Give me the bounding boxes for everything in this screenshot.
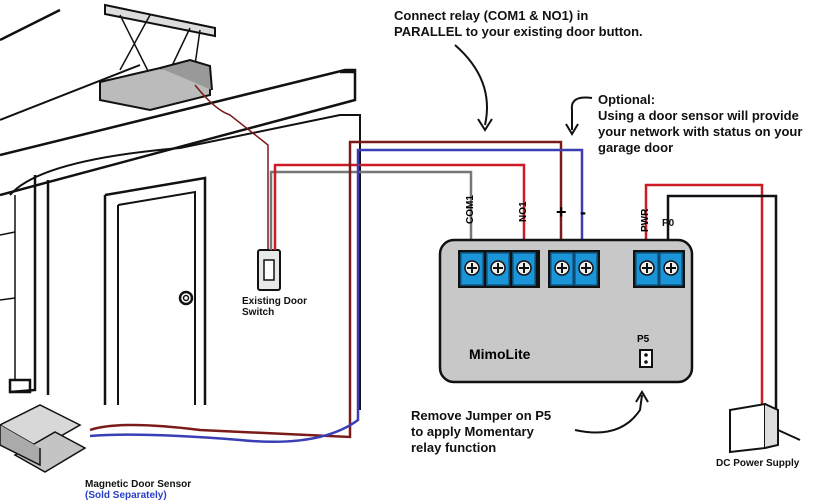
- plus-sign: +: [556, 202, 567, 222]
- optional-annotation: Using a door sensor will provide your ne…: [598, 108, 803, 155]
- annotation-arrows: [454, 44, 649, 434]
- optional-title: Optional:: [598, 92, 656, 107]
- existing-switch-label: Existing Door Switch: [242, 296, 308, 318]
- connect-relay-annotation: Connect relay (COM1 & NO1) in PARALLEL t…: [394, 8, 643, 39]
- magnetic-sensor: [0, 404, 87, 473]
- dc-power-label: DC Power Supply: [716, 458, 800, 469]
- dc-power-supply: [729, 402, 801, 454]
- minus-sign: -: [580, 202, 586, 222]
- pwr-label: PWR: [640, 208, 651, 232]
- magnetic-sensor-label: Magnetic Door Sensor (Sold Separately): [85, 468, 191, 501]
- p0-label: P0: [662, 218, 675, 229]
- magnetic-sensor-name: Magnetic Door Sensor: [85, 479, 192, 490]
- p5-label: P5: [637, 334, 650, 345]
- sensor-wires: [89, 140, 584, 443]
- garage-structure: [0, 8, 361, 410]
- sold-separately-note: (Sold Separately): [85, 490, 167, 501]
- no1-label: NO1: [518, 201, 529, 222]
- opener-cord: [194, 84, 269, 255]
- existing-door-switch: [257, 249, 281, 291]
- relay-wires: [269, 163, 526, 252]
- mimolite-device: [438, 238, 694, 384]
- com1-label: COM1: [465, 195, 476, 224]
- device-name-label: MimoLite: [469, 346, 531, 362]
- remove-jumper-annotation: Remove Jumper on P5 to apply Momentary r…: [411, 408, 552, 455]
- garage-door-opener: [99, 3, 216, 112]
- garage-wiring-diagram: [0, 3, 801, 473]
- interior-door: [103, 176, 207, 405]
